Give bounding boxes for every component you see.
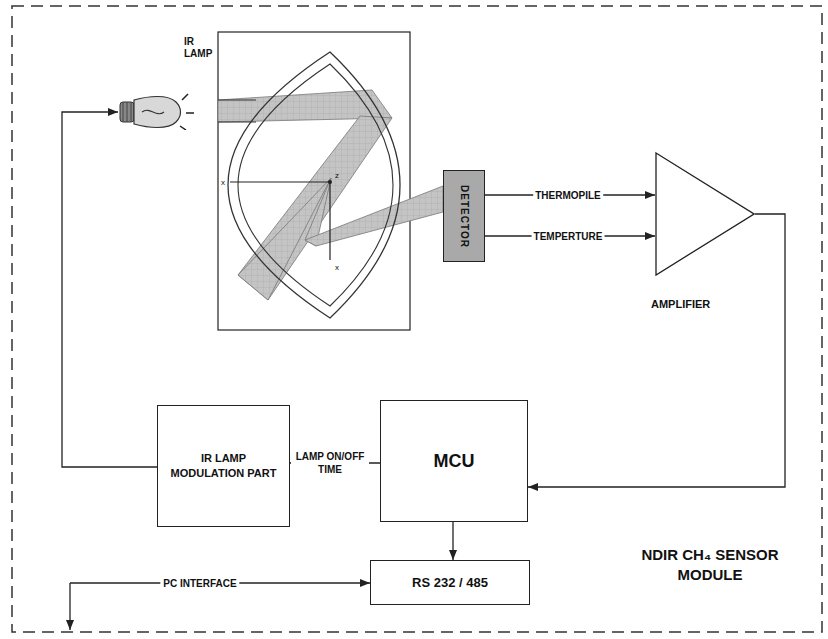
ir-lamp: IR LAMP [118, 34, 218, 130]
lamp-base-thread [123, 102, 131, 122]
lamp-base [120, 102, 134, 122]
signal-label: TEMPERTURE [532, 231, 605, 242]
modulation-box: IR LAMP MODULATION PART [157, 405, 290, 527]
reflector-inner [238, 64, 393, 306]
reflector-outer [228, 52, 400, 318]
node-text: DETECTOR [459, 185, 470, 248]
optical-cell [218, 32, 410, 330]
axis-letter: x [221, 178, 225, 187]
amplifier-symbol [655, 150, 755, 278]
signal-label: THERMOPILE [533, 190, 603, 201]
axis-origin [328, 180, 332, 184]
lamp-bulb [134, 97, 181, 128]
amplifier-triangle: AMPLIFIER [655, 150, 755, 322]
node-text: AMPLIFIER [651, 298, 710, 310]
module-title: NDIR CH₄ SENSOR MODULE [640, 545, 780, 584]
node-text: MCU [428, 449, 481, 473]
signal-connector [62, 112, 157, 467]
lamp-filament [142, 110, 164, 113]
node-text: IR LAMP MODULATION PART [158, 451, 289, 481]
lamp-rays [180, 94, 194, 130]
mcu-box: MCU [380, 400, 528, 522]
ir-beam [218, 90, 443, 300]
axis-letter: x [335, 263, 339, 272]
module-frame [12, 6, 822, 632]
detector-box: DETECTOR [443, 170, 485, 262]
interface-label: PC INTERFACE [160, 578, 239, 589]
axis-letter: z [335, 171, 339, 180]
interface-box: RS 232 / 485 [370, 560, 530, 605]
node-text: IR LAMP [184, 36, 218, 60]
axis-lines [230, 182, 330, 260]
signal-label: LAMP ON/OFF TIME [291, 450, 369, 476]
signal-connector [452, 522, 453, 560]
amplifier-triangle [656, 153, 754, 275]
node-text: RS 232 / 485 [406, 574, 494, 592]
lamp-channel [218, 100, 256, 122]
pc-interface-wire [69, 583, 70, 630]
